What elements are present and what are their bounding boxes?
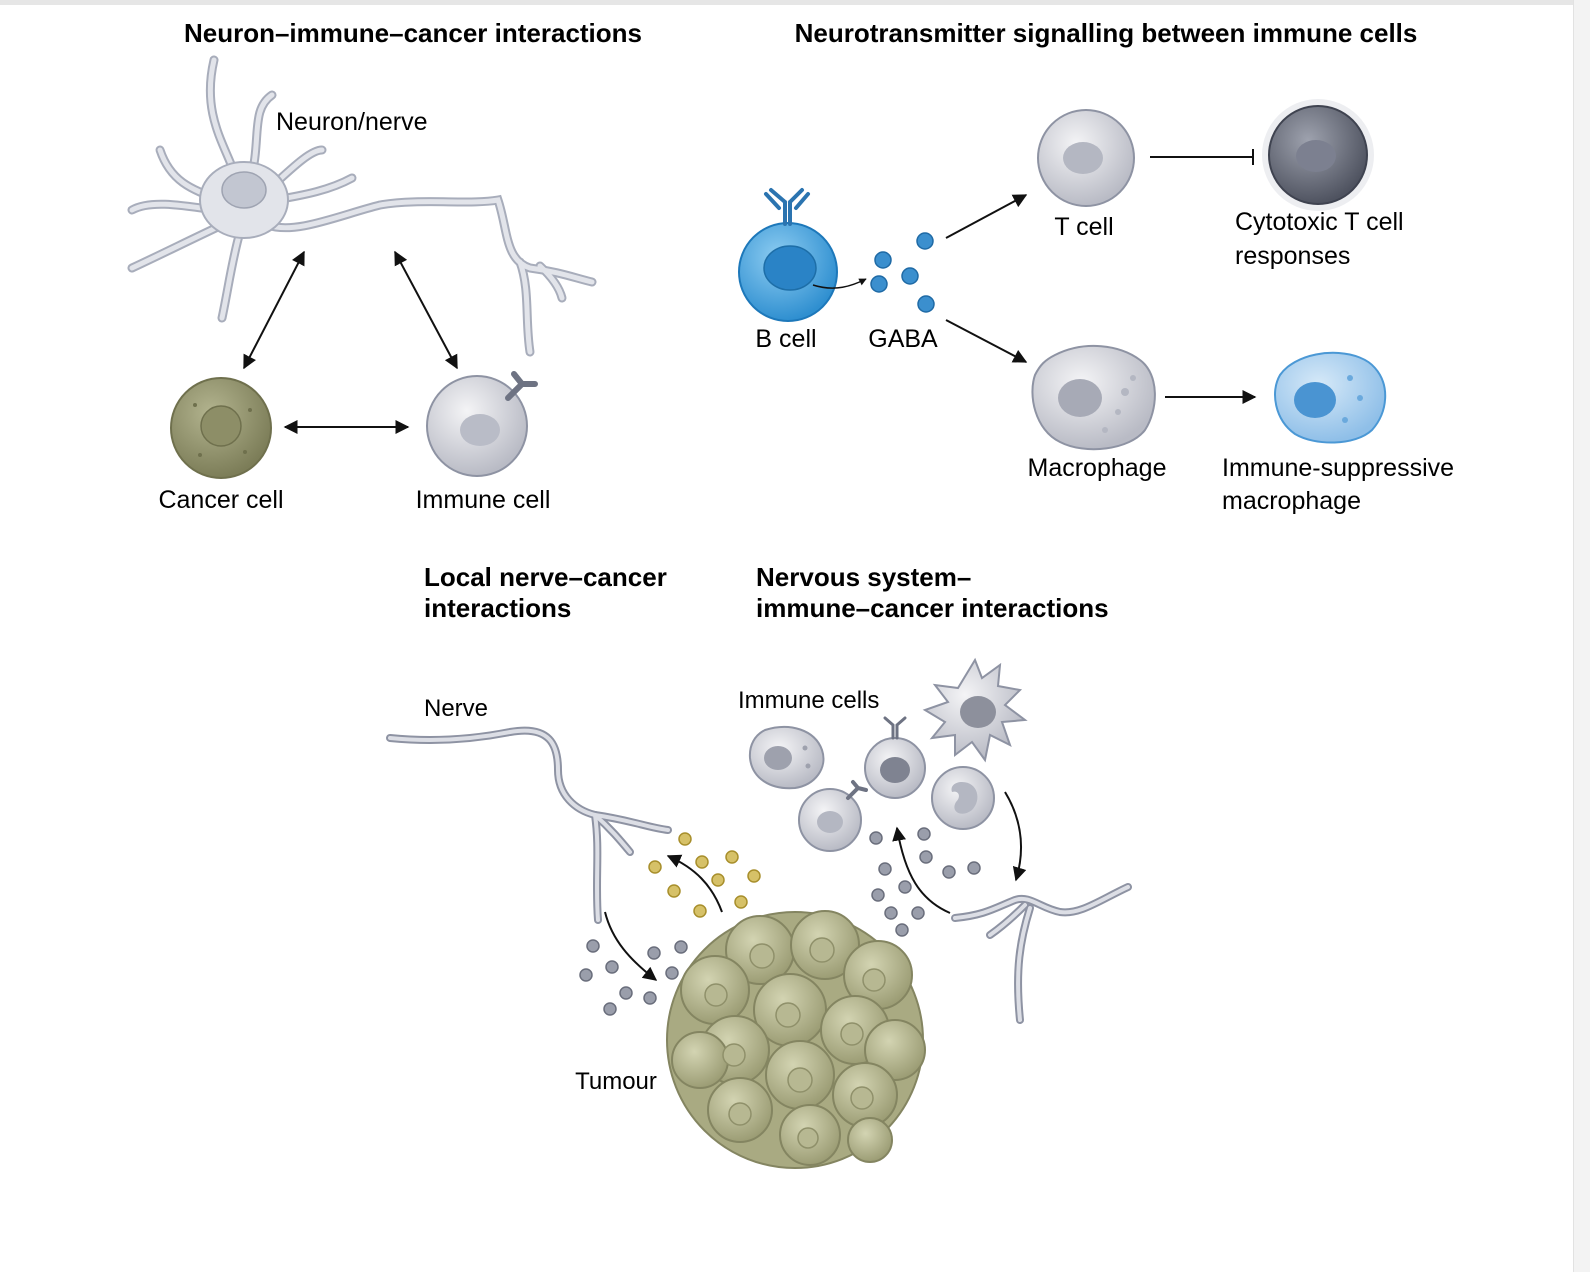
panel4-title-line1: Nervous system– [756,562,971,592]
right-nerve-illustration [951,883,1132,1024]
neuron-label: Neuron/nerve [276,108,427,136]
cancer-cell-icon [170,377,272,479]
granulocyte-icon [748,725,825,790]
arrow-nerve-to-immune [892,826,951,914]
panel-local-nerve-cancer: Local nerve–cancer interactions Nerve [386,562,926,1169]
cytotoxic-label-line1: Cytotoxic T cell [1235,208,1404,236]
panel-nervous-system-immune-cancer: Nervous system– immune–cancer interactio… [738,562,1132,1024]
immune-cell-label: Immune cell [416,486,551,514]
monocyte-icon [931,766,995,830]
t-cell-icon [1037,109,1135,207]
window-top-border [0,0,1590,5]
immune-suppressive-label-line2: macrophage [1222,487,1361,515]
panel4-title-line2: immune–cancer interactions [756,593,1109,623]
tumour-label: Tumour [575,1068,657,1095]
arrow-gaba-tcell [945,194,1028,239]
immune-signal-molecules [869,827,981,937]
panel3-title-line1: Local nerve–cancer [424,562,667,592]
tumour-signal-molecules-left [579,939,688,1016]
gaba-molecules [870,232,935,313]
macrophage-icon [1031,344,1156,451]
window-scrollbar[interactable] [1573,0,1590,1272]
arrow-neuron-cancer [243,250,305,370]
arrow-immune-to-nerve [1004,791,1027,882]
neuron-illustration [127,55,597,357]
t-cell-small-icon [798,780,868,852]
cancer-cell-label: Cancer cell [158,486,283,514]
immune-cells-label: Immune cells [738,687,879,714]
panel3-title-line2: interactions [424,593,571,623]
immune-cells-cluster [748,657,1028,852]
b-cell-icon [738,188,838,322]
panel-neurotransmitter-signalling: Neurotransmitter signalling between immu… [738,18,1454,515]
arrow-neuron-immune [394,250,458,370]
b-cell-label: B cell [755,325,816,353]
tumour-illustration [666,910,926,1169]
nerve-signal-molecules [648,832,761,918]
b-cell-release-arrow [812,278,867,289]
b-cell-small-icon [864,716,926,799]
panel2-title: Neurotransmitter signalling between immu… [795,18,1418,48]
dendritic-cell-icon [922,657,1028,763]
arrow-gaba-macrophage [945,319,1028,363]
immune-cell-icon [426,371,538,477]
panel-neuron-immune-cancer: Neuron–immune–cancer interactions [127,18,642,514]
gaba-label: GABA [868,325,938,353]
arrow-nerve-to-tumour [604,911,658,981]
panel1-title: Neuron–immune–cancer interactions [184,18,642,48]
cytotoxic-label-line2: responses [1235,242,1350,270]
cytotoxic-t-cell-icon [1262,99,1374,211]
arrow-tumour-to-nerve [666,854,723,913]
nerve-label: Nerve [424,695,488,722]
immune-suppressive-macrophage-icon [1274,351,1387,444]
macrophage-label: Macrophage [1028,454,1167,482]
t-cell-label: T cell [1054,213,1113,241]
left-nerve-illustration [386,726,672,924]
immune-suppressive-label-line1: Immune-suppressive [1222,454,1454,482]
